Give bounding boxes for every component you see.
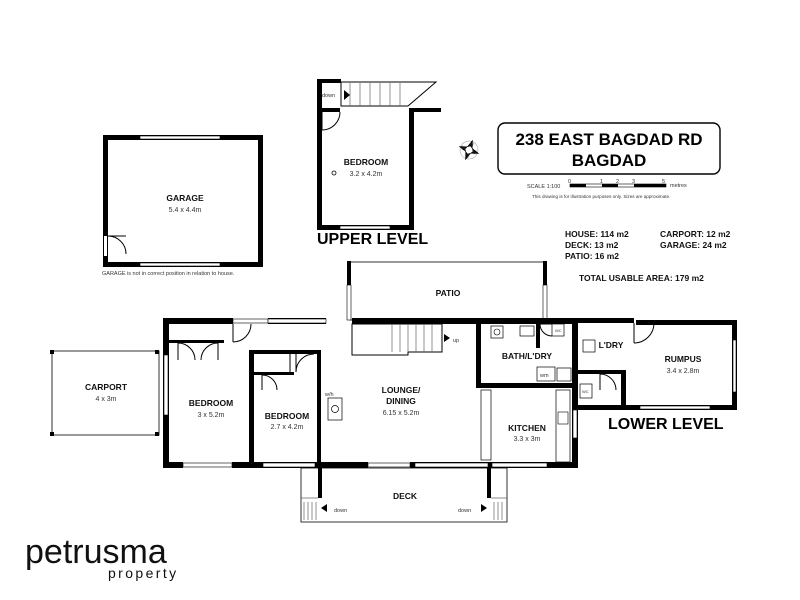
garage-block: GARAGE 5.4 x 4.4m GARAGE is not in corre… <box>102 135 263 277</box>
scale-tick-2: 2 <box>616 179 619 185</box>
area-patio: PATIO: 16 m2 <box>565 251 619 261</box>
deck-label: DECK <box>393 491 418 501</box>
lounge-label-1: LOUNGE/ <box>382 385 421 395</box>
carport-label: CARPORT <box>85 382 128 392</box>
bedroom1-label: BEDROOM <box>189 398 233 408</box>
kitchen-size: 3.3 x 3m <box>514 436 541 443</box>
garage-note: GARAGE is not in correct position in rel… <box>102 271 235 277</box>
scale-unit: metres <box>670 183 687 189</box>
title-box: 238 EAST BAGDAD RD BAGDAD <box>497 122 721 175</box>
lower-level-title: LOWER LEVEL <box>608 416 724 433</box>
brand-name: petrusma <box>25 533 167 571</box>
rumpus-label: RUMPUS <box>665 354 702 364</box>
kitchen-label: KITCHEN <box>508 423 546 433</box>
scale-tick-5: 5 <box>662 179 665 185</box>
scale-label: SCALE 1:100 <box>527 184 560 190</box>
compass-rose: N S E W <box>458 139 480 161</box>
carport-size: 4 x 3m <box>95 396 116 403</box>
upper-bedroom-label: BEDROOM <box>344 157 388 167</box>
stairs-up-label: up <box>453 338 459 344</box>
compass-e: E <box>471 149 477 156</box>
upper-stairs-down-label: down <box>322 93 335 99</box>
lower-level-block: WC L'DRY RUMPUS 3.4 x 2.8m LOWER LEVEL <box>576 318 737 433</box>
address-line-2: BAGDAD <box>572 151 647 170</box>
carport-block: CARPORT 4 x 3m <box>50 350 160 436</box>
bedroom1-size: 3 x 5.2m <box>198 412 225 419</box>
brand-sub: property <box>108 565 179 581</box>
garage-size: 5.4 x 4.4m <box>169 207 202 214</box>
ldry-label: L'DRY <box>599 340 624 350</box>
lounge-label-2: DINING <box>386 396 416 406</box>
area-stats: HOUSE: 114 m2 DECK: 13 m2 PATIO: 16 m2 C… <box>565 229 731 283</box>
scale-tick-3: 3 <box>632 179 635 185</box>
rumpus-size: 3.4 x 2.8m <box>667 368 700 375</box>
brand-logo: petrusma property <box>25 533 179 581</box>
disclaimer: This drawing is for illustration purpose… <box>532 194 670 199</box>
scale-tick-0: 0 <box>568 179 571 185</box>
wm-label: wm <box>539 373 549 379</box>
compass-n: N <box>468 142 474 149</box>
main-house-walls: up WC wm w/h <box>163 318 578 468</box>
bath-label: BATH/L'DRY <box>502 351 553 361</box>
upper-level-title: UPPER LEVEL <box>317 231 428 248</box>
area-total: TOTAL USABLE AREA: 179 m2 <box>579 273 704 283</box>
deck-block: DECK down down <box>300 467 508 523</box>
deck-down-right: down <box>458 508 471 514</box>
patio-label: PATIO <box>436 288 461 298</box>
compass-w: W <box>460 145 468 153</box>
scale-tick-1: 1 <box>600 179 603 185</box>
upper-level-block: down BEDROOM 3.2 x 4.2m UPPER LEVEL <box>317 79 441 248</box>
bedroom2-label: BEDROOM <box>265 411 309 421</box>
scale-bar: SCALE 1:100 0 1 2 3 5 metres This drawin… <box>527 179 687 199</box>
area-deck: DECK: 13 m2 <box>565 240 619 250</box>
bedroom2-size: 2.7 x 4.2m <box>271 424 304 431</box>
wh-label: w/h <box>324 392 334 398</box>
deck-down-left: down <box>334 508 347 514</box>
patio-block: PATIO <box>346 261 548 321</box>
address-line-1: 238 EAST BAGDAD RD <box>515 130 702 149</box>
bath-wc-label: WC <box>555 328 562 333</box>
area-carport: CARPORT: 12 m2 <box>660 229 731 239</box>
ldry-wc-label: WC <box>582 389 589 394</box>
garage-label: GARAGE <box>166 193 204 203</box>
area-garage: GARAGE: 24 m2 <box>660 240 727 250</box>
compass-s: S <box>464 153 470 160</box>
lounge-size: 6.15 x 5.2m <box>383 410 420 417</box>
upper-bedroom-size: 3.2 x 4.2m <box>350 171 383 178</box>
area-house: HOUSE: 114 m2 <box>565 229 629 239</box>
